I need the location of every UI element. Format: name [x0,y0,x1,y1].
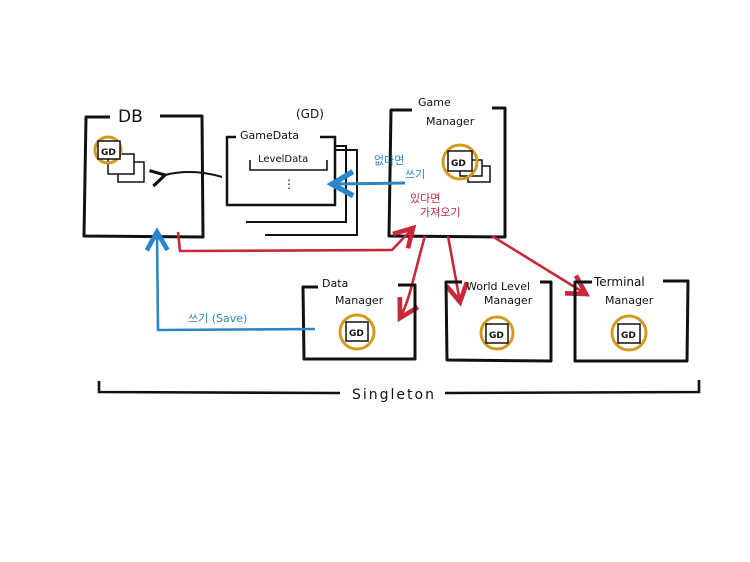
worldlevelmanager-title-2: Manager [484,294,533,307]
db-title: DB [118,107,143,127]
gamedata-to-db-arrow [149,169,223,188]
db-gd-badge: GD [101,148,116,158]
save-label: 쓰기 (Save) [188,312,247,325]
leveldata-label: LevelData [258,154,308,165]
datamanager-node: Data Manager GD [301,277,417,361]
gamemanager-gd-badge: GD [451,159,466,169]
gamemanager-title-2: Manager [426,115,475,128]
terminalmanager-gd-badge: GD [621,331,636,341]
terminalmanager-title-1: Terminal [593,275,645,289]
gm-read-label-1: 있다면 [410,192,440,205]
worldlevelmanager-gd-icon [485,323,509,344]
gamemanager-gd-ring [441,143,479,181]
db-node: DB GD [82,107,205,239]
singleton-brace: Singleton [97,380,701,403]
gm-write-label-1: 없다면 [374,154,404,167]
datamanager-title-1: Data [322,277,348,290]
gm-to-terminalmanager-arrow [491,234,591,297]
datamanager-gd-icon [345,321,369,342]
db-to-gm-read-arrow [176,224,417,253]
gm-to-datamanager-arrow [397,235,427,323]
db-gd-stack-icon: GD [93,135,145,183]
terminalmanager-gd-ring [610,314,648,352]
db-gd-ring [93,135,123,165]
datamanager-gd-ring [338,313,376,351]
worldlevelmanager-node: World Level Manager GD [444,280,553,363]
gamemanager-title-1: Game [418,96,451,109]
gamemanager-gd-stack-icon: GD [441,143,491,183]
gamedata-node: (GD) GameData LevelData ⋮ [225,107,358,236]
gm-write-label-2: 쓰기 [405,168,425,181]
terminalmanager-title-2: Manager [605,294,654,307]
terminalmanager-gd-icon [617,323,641,344]
terminalmanager-node: Terminal Manager GD [573,275,690,363]
worldlevelmanager-gd-ring [479,315,515,351]
gamedata-annotation: (GD) [296,107,324,121]
leveldata-ellipsis: ⋮ [283,177,295,191]
gm-to-gamedata-write-arrow [326,169,406,199]
gm-to-worldlevelmanager-arrow [444,235,470,307]
worldlevelmanager-title-1: World Level [466,280,530,293]
gamedata-title: GameData [240,129,299,142]
datamanager-gd-badge: GD [349,329,364,339]
gm-read-label-2: 가져오기 [420,206,460,219]
datamanager-title-2: Manager [335,294,384,307]
datamanager-to-db-save-arrow [144,227,316,332]
singleton-label: Singleton [352,387,436,403]
worldlevelmanager-gd-badge: GD [489,331,504,341]
